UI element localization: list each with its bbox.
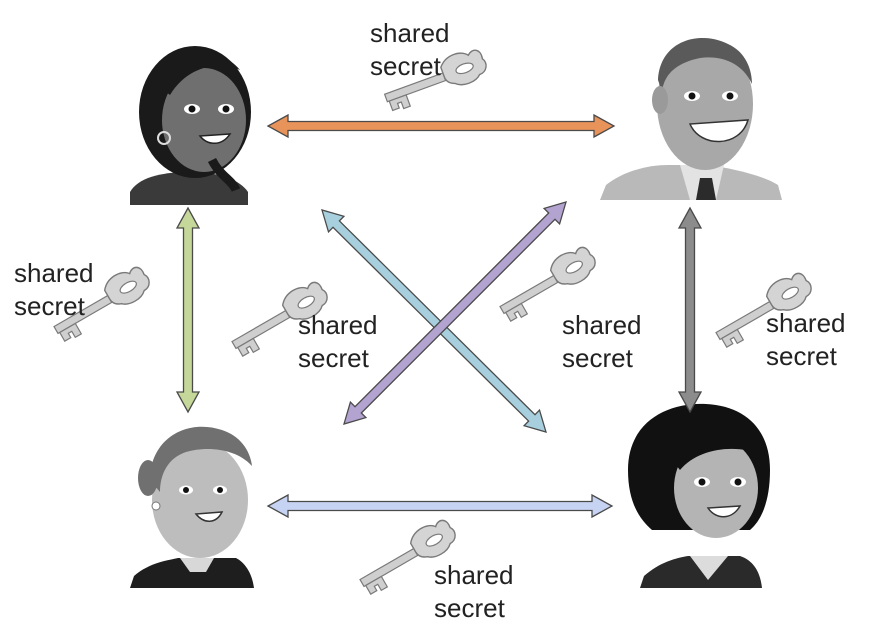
label-center-right: shared secret: [562, 310, 642, 373]
person-bottom-right: [628, 403, 770, 588]
label-right: shared secret: [766, 308, 846, 371]
label-left-line1: shared: [14, 258, 94, 288]
woman-with-earring-icon: [130, 46, 251, 205]
person-bottom-left: [130, 426, 254, 588]
person-top-left: [130, 46, 251, 205]
arrow-top-left-to-bottom-right: [321, 209, 547, 433]
label-top-line2: secret: [370, 51, 442, 81]
label-center-left: shared secret: [298, 310, 378, 373]
label-top-line1: shared: [370, 18, 450, 48]
label-center-left-line1: shared: [298, 310, 378, 340]
label-bottom-line1: shared: [434, 560, 514, 590]
label-top: shared secret: [370, 18, 450, 81]
arrow-top-right-to-bottom-left: [343, 201, 567, 425]
arrow-bottom-left-to-bottom-right: [266, 493, 614, 519]
label-right-line1: shared: [766, 308, 846, 338]
woman-with-bun-icon: [130, 426, 254, 588]
smiling-man-with-tie-icon: [600, 38, 782, 200]
label-center-right-line1: shared: [562, 310, 642, 340]
label-center-left-line2: secret: [298, 343, 370, 373]
arrows-layer: [175, 113, 703, 519]
arrow-top-right-to-bottom-right: [677, 206, 703, 414]
label-left: shared secret: [14, 258, 94, 321]
arrow-top-left-to-top-right: [266, 113, 616, 139]
arrow-top-left-to-bottom-left: [175, 206, 201, 414]
label-bottom-line2: secret: [434, 593, 506, 623]
person-top-right: [600, 38, 782, 200]
label-center-right-line2: secret: [562, 343, 634, 373]
label-right-line2: secret: [766, 341, 838, 371]
label-left-line2: secret: [14, 291, 86, 321]
label-bottom: shared secret: [434, 560, 514, 623]
woman-with-bob-hair-icon: [628, 403, 770, 588]
